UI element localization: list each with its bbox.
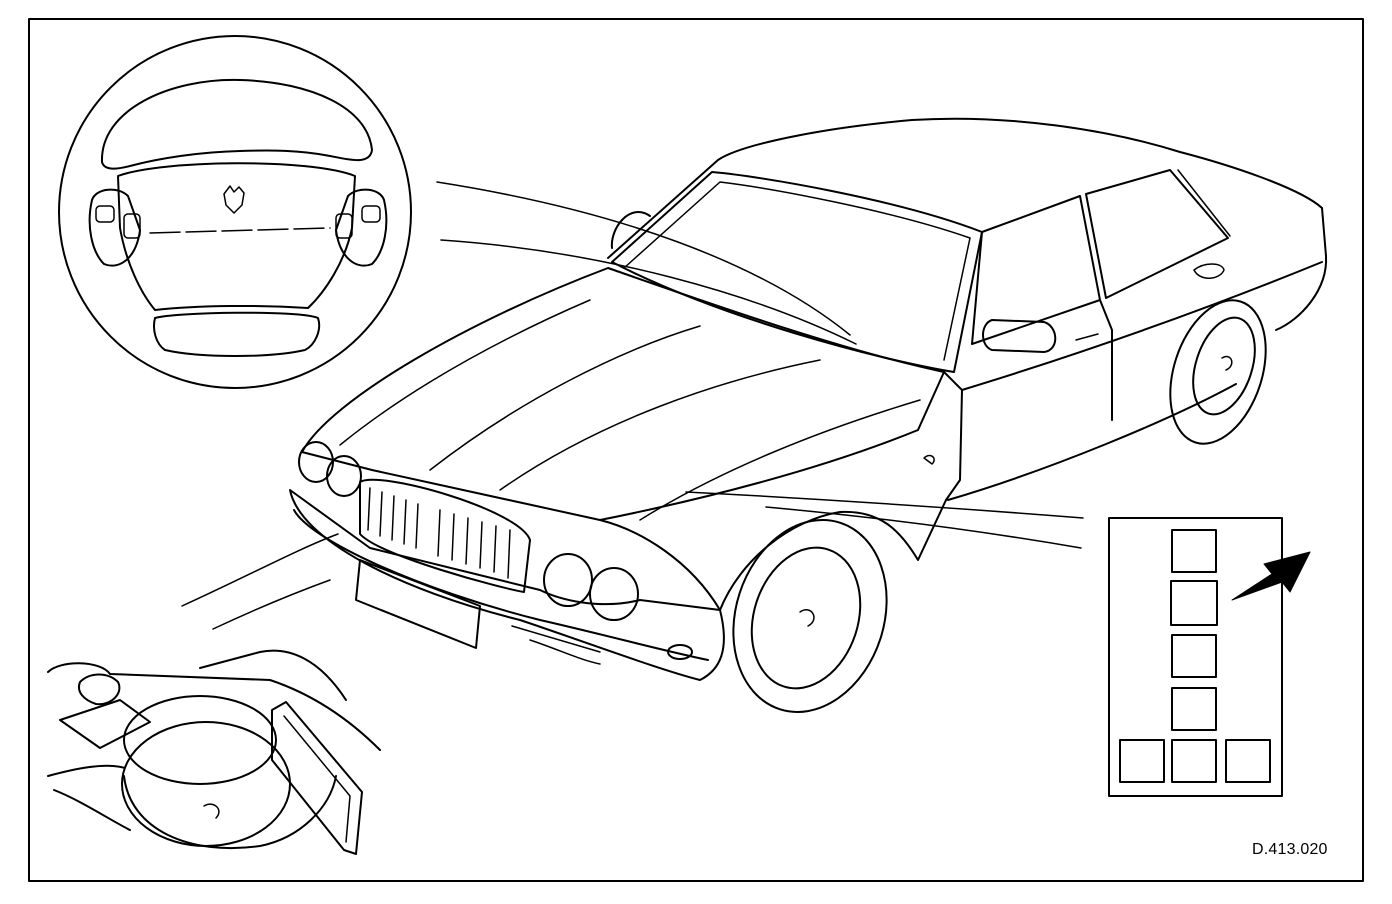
fuse-5 — [1119, 739, 1165, 783]
front-door-handle — [1075, 333, 1099, 341]
fuse-1 — [1171, 529, 1217, 573]
front-bumper — [289, 489, 725, 681]
horn-callout — [181, 533, 339, 607]
horn-bracket-upper — [47, 662, 381, 751]
license-plate — [355, 559, 481, 649]
horn-inset — [47, 649, 381, 855]
airbag-cover — [117, 162, 356, 311]
steering-wheel-callout-2 — [440, 239, 857, 345]
rear-wheel — [1169, 299, 1267, 445]
a-pillar-line — [943, 371, 963, 501]
steering-wheel — [88, 78, 388, 357]
belt-line — [961, 261, 1323, 391]
front-wheel — [732, 519, 888, 713]
callout-lines — [181, 181, 1084, 630]
left-horn-switch — [88, 188, 141, 267]
car-roof — [607, 117, 1327, 259]
headlamps — [298, 441, 639, 621]
rear-side-window — [1085, 169, 1229, 299]
steering-wheel-callout — [436, 181, 851, 336]
hood — [301, 267, 945, 521]
horn-mounting-plate — [271, 701, 363, 855]
figure-reference-code: D.413.020 — [1252, 841, 1328, 858]
fuse-4 — [1171, 687, 1217, 731]
fuse-panel-frame — [1108, 517, 1283, 797]
fuel-filler — [1193, 263, 1225, 279]
rear-quarter — [1275, 255, 1328, 331]
right-horn-switch — [335, 188, 388, 267]
fuse-2 — [1170, 580, 1218, 626]
jaguar-emblem — [223, 185, 245, 214]
horn — [121, 695, 337, 850]
car — [289, 117, 1328, 713]
front-fender — [599, 499, 947, 611]
fuse-box-callout — [685, 491, 1084, 519]
side-mirror — [982, 319, 1057, 353]
fuse-7 — [1225, 739, 1271, 783]
door-split — [1099, 299, 1113, 421]
windshield — [611, 171, 983, 373]
lower-spoke — [153, 311, 321, 357]
sill-line — [947, 383, 1237, 501]
interior-mirror — [610, 211, 651, 249]
fog-lamp — [667, 644, 693, 660]
figure-frame — [28, 18, 1364, 882]
grille — [359, 478, 531, 593]
fuse-box-callout-2 — [765, 506, 1082, 549]
fuse-3 — [1171, 634, 1217, 678]
steering-wheel-inset — [58, 35, 412, 389]
arrow-icon — [1231, 551, 1311, 601]
steering-wheel-inset-circle — [58, 35, 412, 389]
side-indicator — [923, 454, 935, 465]
fuse-6 — [1171, 739, 1217, 783]
fuse-panel — [1108, 517, 1311, 797]
horn-callout-2 — [212, 579, 331, 630]
